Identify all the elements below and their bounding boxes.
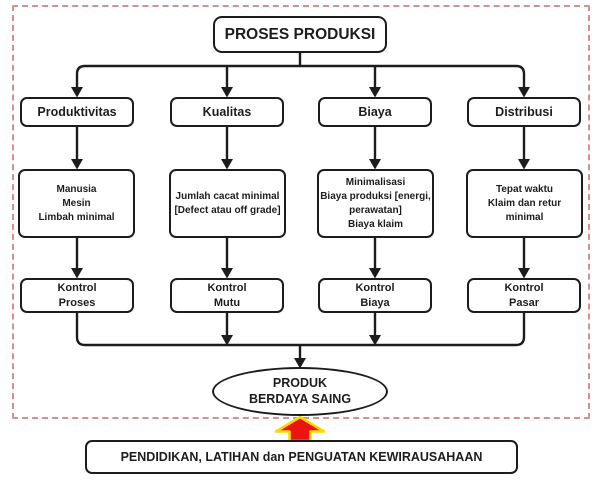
arrowhead-icon xyxy=(71,268,83,279)
control-line: Kontrol xyxy=(355,282,395,294)
detail-line: Biaya klaim xyxy=(347,218,404,230)
foundation-label: PENDIDIKAN, LATIHAN dan PENGUATAN KEWIRA… xyxy=(120,450,483,464)
detail-line: Klaim dan retur xyxy=(487,197,562,209)
outcome-arrow xyxy=(294,346,306,369)
control-box-biaya: Kontrol Biaya xyxy=(318,278,432,313)
page-title: PROSES PRODUKSI xyxy=(224,25,376,43)
category-label: Produktivitas xyxy=(37,105,117,119)
arrowhead-icon xyxy=(71,87,83,98)
detail-to-control-arrows xyxy=(71,238,530,279)
detail-box-kualitas: Jumlah cacat minimal [Defect atau off gr… xyxy=(169,169,286,238)
outcome-line: PRODUK xyxy=(272,376,328,390)
arrowhead-icon xyxy=(369,268,381,279)
detail-line: Jumlah cacat minimal xyxy=(175,190,280,202)
detail-box-biaya: Minimalisasi Biaya produksi [energi, per… xyxy=(317,169,434,238)
control-line: Mutu xyxy=(213,296,241,309)
arrowhead-icon xyxy=(369,87,381,98)
arrowhead-icon xyxy=(369,335,381,346)
detail-line: Minimalisasi xyxy=(345,176,406,188)
control-line: Kontrol xyxy=(504,282,544,294)
converge-connectors xyxy=(75,313,526,347)
up-arrow-icon xyxy=(274,415,326,443)
detail-line: Tepat waktu xyxy=(495,183,554,195)
control-line: Proses xyxy=(58,296,96,309)
arrowhead-icon xyxy=(518,87,530,98)
category-box-biaya: Biaya xyxy=(318,97,432,127)
arrowhead-icon xyxy=(294,358,306,369)
arrowhead-icon xyxy=(518,268,530,279)
detail-line: [Defect atau off grade] xyxy=(174,204,281,216)
category-box-produktivitas: Produktivitas xyxy=(20,97,134,127)
control-box-mutu: Kontrol Mutu xyxy=(170,278,284,313)
control-line: Pasar xyxy=(509,296,539,309)
category-box-distribusi: Distribusi xyxy=(467,97,581,127)
arrowhead-icon xyxy=(221,159,233,170)
title-box: PROSES PRODUKSI xyxy=(213,16,387,53)
detail-line: perawatan] xyxy=(349,204,402,216)
arrowhead-icon xyxy=(71,159,83,170)
control-line: Kontrol xyxy=(207,282,247,294)
arrowhead-icon xyxy=(221,268,233,279)
arrowhead-icon xyxy=(221,335,233,346)
arrowhead-icon xyxy=(221,87,233,98)
control-box-pasar: Kontrol Pasar xyxy=(467,278,581,313)
top-branch-connectors xyxy=(71,52,530,98)
arrowhead-icon xyxy=(369,159,381,170)
outcome-line: BERDAYA SAING xyxy=(248,391,352,406)
detail-box-distribusi: Tepat waktu Klaim dan retur minimal xyxy=(466,169,583,238)
arrowhead-icon xyxy=(518,159,530,170)
detail-line: Manusia xyxy=(56,183,97,195)
detail-line: minimal xyxy=(505,211,544,223)
category-label: Biaya xyxy=(358,105,392,119)
control-box-proses: Kontrol Proses xyxy=(20,278,134,313)
detail-line: Biaya produksi [energi, xyxy=(320,190,431,202)
detail-box-produktivitas: Manusia Mesin Limbah minimal xyxy=(18,169,135,238)
category-label: Distribusi xyxy=(495,105,553,119)
outcome-ellipse: PRODUK BERDAYA SAING xyxy=(212,367,388,416)
control-line: Kontrol xyxy=(57,282,97,294)
category-to-detail-arrows xyxy=(71,127,530,170)
category-label: Kualitas xyxy=(202,105,252,119)
detail-line: Mesin xyxy=(62,197,91,209)
control-line: Biaya xyxy=(360,296,390,309)
category-box-kualitas: Kualitas xyxy=(170,97,284,127)
foundation-box: PENDIDIKAN, LATIHAN dan PENGUATAN KEWIRA… xyxy=(85,440,518,474)
detail-line: Limbah minimal xyxy=(38,211,115,223)
